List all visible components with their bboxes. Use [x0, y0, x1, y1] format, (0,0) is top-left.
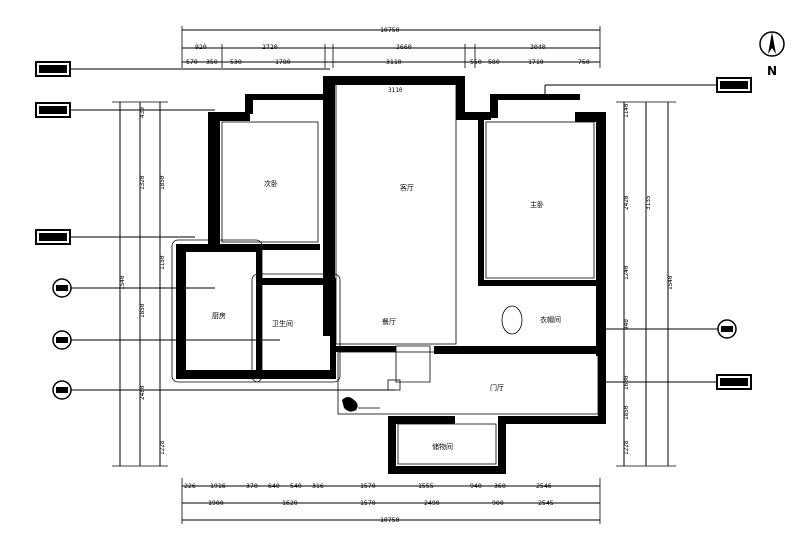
top-dim2-4: 1780: [275, 58, 291, 66]
right-vdim-1: 1140: [623, 103, 630, 118]
left-vdim-6: 1150: [159, 255, 166, 270]
bottom-dim-10: 360: [494, 482, 506, 490]
right-dimension-lines: 1140 2420 1240 940 1600 1850 1228 3135 1…: [616, 101, 676, 467]
top-dimension-lines: 10750 920 2720 3660 3040 570 350 530 178…: [181, 26, 601, 68]
left-vdim-4: 2480: [139, 385, 146, 400]
bottom-dim-8: 1555: [418, 482, 434, 490]
bottom-dim-7: 1570: [360, 482, 376, 490]
north-label: N: [767, 64, 777, 78]
room-foyer: 门厅: [490, 383, 504, 392]
right-vdim-7: 1228: [623, 440, 630, 455]
right-vdim-2: 2420: [623, 195, 630, 210]
top-dim-4: 3040: [530, 43, 546, 51]
right-label-tags: [544, 77, 752, 390]
top-overall-dim: 10750: [380, 26, 400, 34]
bottom-dim2-6: 2545: [538, 499, 554, 507]
bottom-dim-3: 370: [246, 482, 258, 490]
room-living-room: 客厅: [400, 183, 414, 192]
north-arrow-icon: N: [759, 31, 785, 78]
top-dim2-7: 580: [488, 58, 500, 66]
right-vdim-4: 940: [623, 319, 630, 330]
top-dim-2: 2720: [262, 43, 278, 51]
left-overall-dim: 1540: [119, 275, 126, 290]
room-master-bedroom: 主卧: [530, 200, 544, 209]
wall-outlines: [171, 81, 599, 465]
right-vdim-6: 1850: [623, 405, 630, 420]
right-vdim-5: 1600: [623, 375, 630, 390]
room-cloakroom: 衣帽间: [540, 315, 561, 324]
entrance-symbol-icon: [342, 397, 380, 412]
living-room-top-dim: 3110: [388, 87, 403, 94]
left-vdim-3: 1850: [139, 303, 146, 318]
left-vdim-2: 1320: [139, 175, 146, 190]
bottom-dim2-2: 1620: [282, 499, 298, 507]
top-dim-1: 920: [195, 43, 207, 51]
bottom-dim-1: 226: [184, 482, 196, 490]
bottom-dim-4: 640: [268, 482, 280, 490]
bottom-dim2-3: 1570: [360, 499, 376, 507]
top-dim-3: 3660: [396, 43, 412, 51]
bottom-dim2-4: 2490: [424, 499, 440, 507]
right-overall-dim: 3135: [645, 195, 652, 210]
right-vdim-3: 1240: [623, 265, 630, 280]
left-vdim-7: 1228: [159, 440, 166, 455]
left-vdim-5: 1850: [159, 175, 166, 190]
right-total-dim: 1540: [667, 275, 674, 290]
top-dim2-3: 530: [230, 58, 242, 66]
walls: [176, 76, 606, 474]
left-vdim-1: 430: [139, 107, 146, 118]
room-labels: 次卧 客厅 主卧 厨房 卫生间 餐厅 衣帽间 门厅 储物间 3110: [212, 87, 561, 451]
bottom-dim-9: 940: [470, 482, 482, 490]
left-dimension-lines: 1540 430 1320 1850 2480 1850 1150 1228: [112, 101, 168, 467]
bottom-dim-11: 2546: [536, 482, 552, 490]
left-label-tags: [35, 61, 395, 400]
room-dining-room: 餐厅: [382, 317, 396, 326]
top-dim2-2: 350: [206, 58, 218, 66]
bottom-dim-6: 316: [312, 482, 324, 490]
bottom-dim2-5: 900: [492, 499, 504, 507]
bottom-overall-dim: 10750: [380, 516, 400, 524]
room-kitchen: 厨房: [212, 311, 226, 320]
top-dim2-6: 550: [470, 58, 482, 66]
room-bathroom: 卫生间: [272, 319, 293, 328]
bottom-dimension-lines: 226 1916 370 640 540 316 1570 1555 940 3…: [181, 478, 601, 524]
top-dim2-1: 570: [186, 58, 198, 66]
top-dim2-5: 3110: [386, 58, 402, 66]
top-dim2-9: 750: [578, 58, 590, 66]
room-secondary-bedroom: 次卧: [264, 179, 278, 188]
top-dim2-8: 1710: [528, 58, 544, 66]
bottom-dim-5: 540: [290, 482, 302, 490]
room-storage: 储物间: [432, 442, 453, 451]
bottom-dim-2: 1916: [210, 482, 226, 490]
bottom-dim2-1: 1900: [208, 499, 224, 507]
